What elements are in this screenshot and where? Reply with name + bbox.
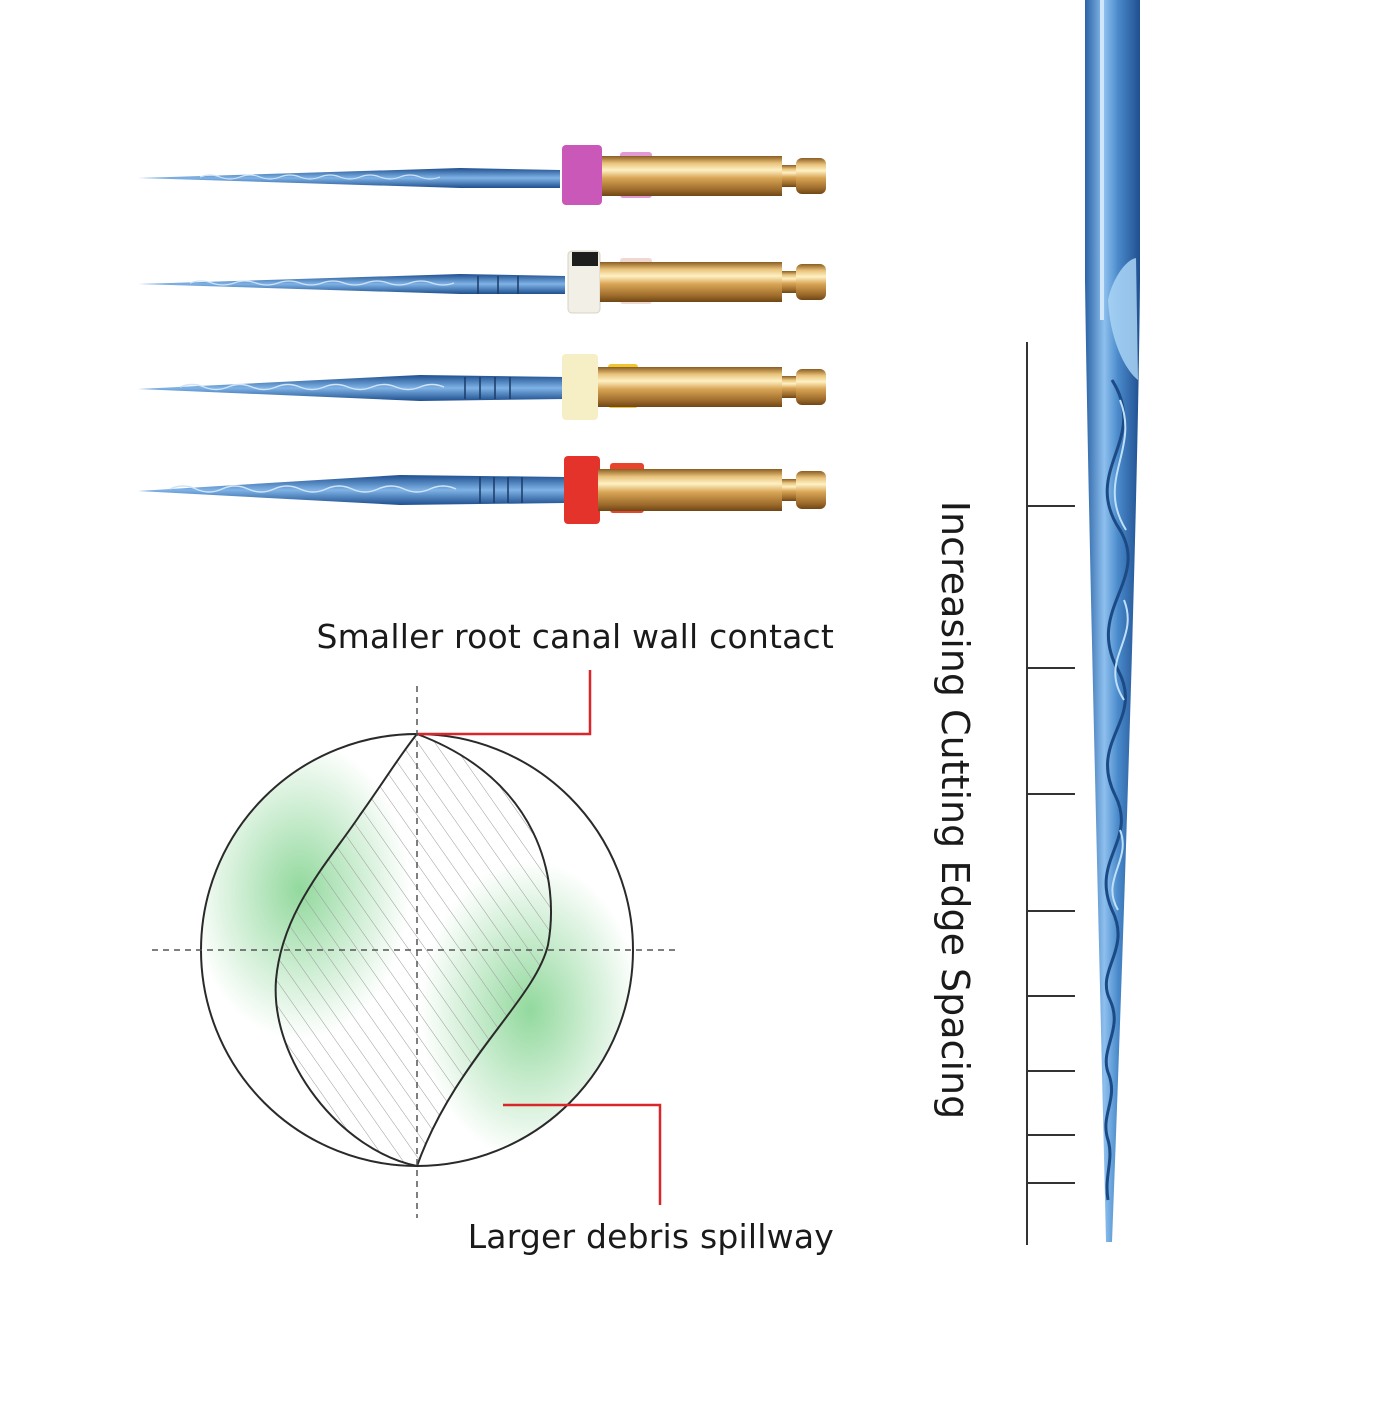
file-closeup <box>1085 0 1140 1242</box>
file-handle <box>602 156 782 196</box>
file-cross-section <box>274 732 553 1168</box>
file-handle <box>598 367 782 407</box>
closeup-flute-highlights <box>1111 399 1129 911</box>
file-red <box>138 456 826 524</box>
file-yellow <box>138 354 826 420</box>
file-handle-cap <box>796 264 826 300</box>
label-cutting-edge-spacing: Increasing Cutting Edge Spacing <box>933 500 977 1120</box>
cross-section-diagram <box>152 670 680 1218</box>
file-flutes <box>169 485 457 493</box>
closeup-flutes <box>1104 379 1130 1201</box>
file-shaft <box>138 274 565 294</box>
label-smaller-contact: Smaller root canal wall contact <box>316 617 834 656</box>
file-stopper <box>564 456 600 524</box>
endodontic-files <box>138 145 826 524</box>
spacing-scale <box>1026 342 1075 1245</box>
closeup-tip-bevel <box>1108 258 1138 380</box>
file-handle-cap <box>796 369 826 405</box>
file-handle-neck <box>782 165 796 187</box>
callout-line-top <box>418 670 592 736</box>
label-larger-spillway: Larger debris spillway <box>467 1217 834 1256</box>
file-handle-neck <box>782 376 796 398</box>
file-handle <box>598 469 782 511</box>
file-flutes <box>179 383 445 391</box>
file-flutes <box>199 174 441 180</box>
file-handle-neck <box>782 479 796 501</box>
file-handle-cap <box>796 158 826 194</box>
file-shaft <box>138 168 560 188</box>
file-handle <box>600 262 782 302</box>
file-handle-cap <box>796 471 826 509</box>
file-white <box>138 250 826 314</box>
file-shaft <box>138 475 565 505</box>
file-flutes <box>189 280 455 286</box>
file-handle-neck <box>782 271 796 293</box>
closeup-shaft <box>1085 0 1140 1242</box>
file-stopper-top <box>572 252 598 266</box>
callout-line-bottom <box>503 1103 662 1205</box>
file-pink <box>138 145 826 205</box>
file-stopper <box>562 354 598 420</box>
file-stopper <box>562 145 602 205</box>
